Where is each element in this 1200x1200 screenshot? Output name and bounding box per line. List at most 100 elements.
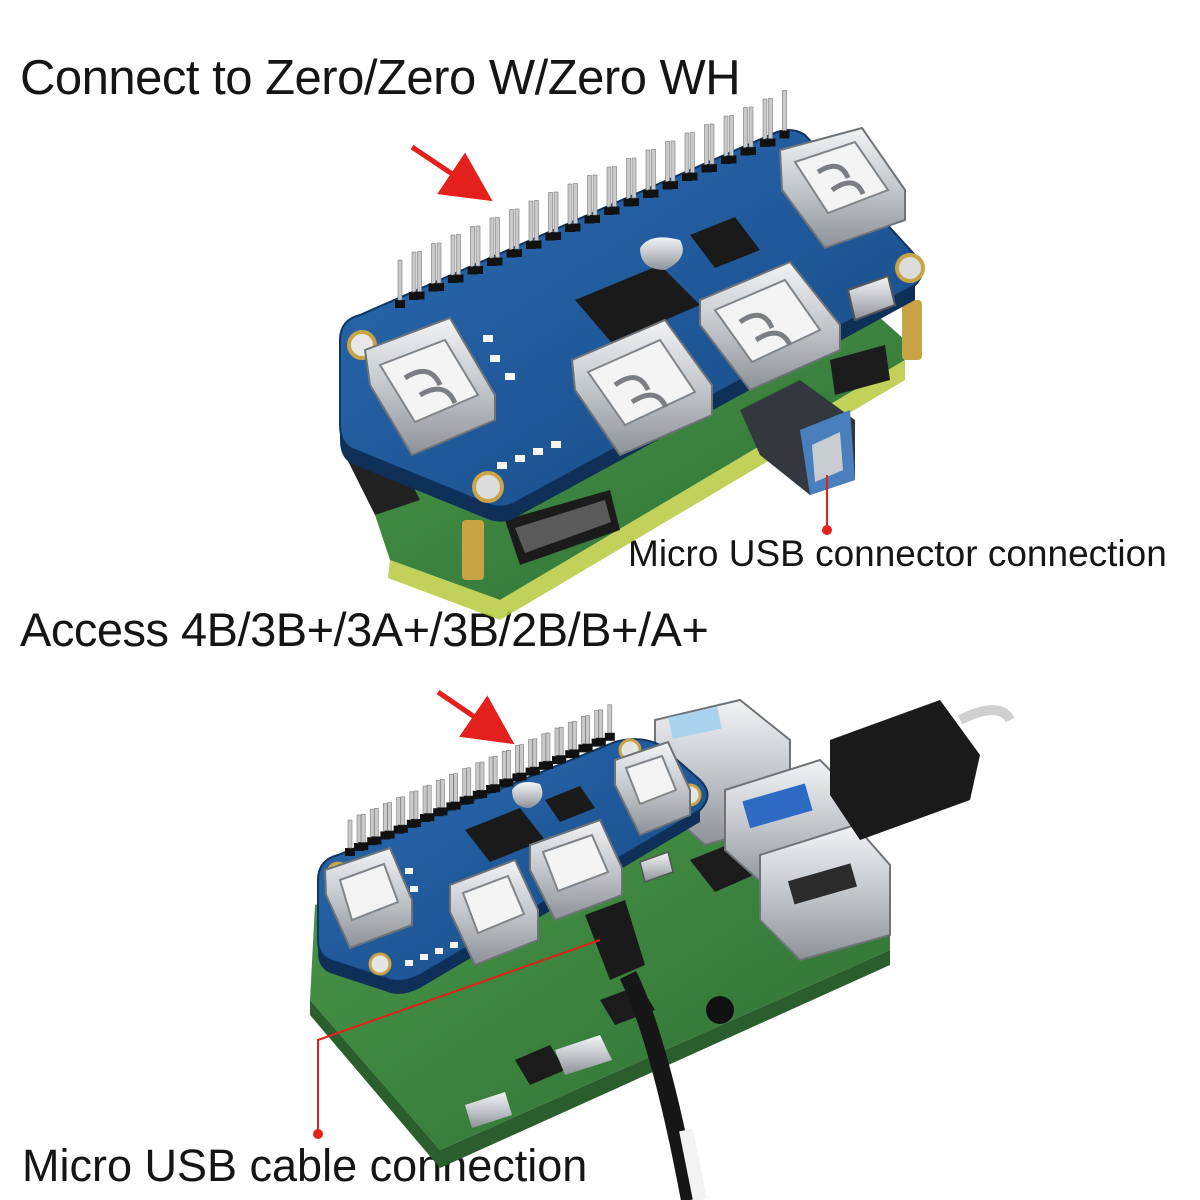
- gpio-pin: [426, 784, 432, 814]
- hub-ic-chip: [575, 265, 700, 343]
- gpio-pin-base: [556, 755, 567, 764]
- gpio-pin: [748, 106, 754, 148]
- gpio-pin: [383, 803, 388, 832]
- gpio-pin-base: [345, 848, 355, 856]
- gpio-pin: [532, 738, 538, 768]
- gpio-pin-base: [526, 241, 536, 249]
- usb-port-icon: [323, 846, 413, 950]
- usb-c-port: [465, 1092, 512, 1128]
- gpio-pin-base: [570, 223, 581, 232]
- gpio-pin: [594, 710, 599, 739]
- gpio-pin: [528, 739, 533, 768]
- gpio-pin-base: [371, 836, 382, 845]
- gpio-pin: [704, 124, 709, 165]
- gpio-pin: [411, 251, 417, 293]
- gpio-pin: [554, 727, 560, 757]
- gpio-pin: [553, 191, 559, 233]
- gpio-pin: [573, 183, 578, 224]
- red-arrow-icon: [410, 144, 493, 202]
- gpio-pin-base: [467, 266, 478, 275]
- mounting-hole: [368, 952, 392, 976]
- gpio-pin: [558, 726, 564, 756]
- gpio-pin: [506, 750, 511, 779]
- gpio-pin: [581, 716, 586, 745]
- middle-title: Access 4B/3B+/3A+/3B/2B/B+/A+: [20, 603, 709, 656]
- gpio-pin: [690, 132, 695, 173]
- gpio-pin-base: [411, 819, 421, 827]
- gpio-pin: [347, 819, 353, 849]
- pointer-dot: [822, 525, 832, 535]
- gpio-pin: [534, 200, 539, 241]
- micro-hdmi-port: [555, 1035, 612, 1075]
- gpio-pin: [651, 149, 656, 190]
- gpio-pin-base: [409, 292, 419, 300]
- gpio-pin: [541, 733, 547, 763]
- gpio-pin-base: [662, 181, 673, 190]
- gpio-pin-base: [643, 190, 653, 198]
- gpio-pin: [567, 183, 573, 225]
- gpio-pin-base: [604, 732, 615, 741]
- gpio-pin: [417, 251, 422, 292]
- gpio-pin-base: [590, 215, 600, 223]
- status-leds: [405, 868, 458, 966]
- gpio-pin: [449, 774, 454, 803]
- gpio-pin-base: [569, 749, 580, 758]
- usb-port-icon: [614, 740, 691, 837]
- gpio-pin-base: [740, 147, 751, 156]
- connector-label: Micro USB connector connection: [628, 533, 1167, 574]
- gpio-pin: [436, 242, 442, 284]
- gpio-pin-base: [543, 761, 553, 769]
- gpio-pin: [709, 123, 715, 165]
- micro-usb-cable-plug: [585, 900, 645, 980]
- gpio-pin-base: [437, 807, 448, 816]
- gpio-pin: [743, 107, 748, 148]
- gpio-pin: [488, 756, 494, 786]
- gpio-pin-base: [512, 249, 522, 257]
- gpio-pin: [626, 158, 631, 199]
- hat-micro-usb-port: [639, 851, 674, 883]
- gpio-pin-base: [358, 842, 369, 851]
- gpio-pin-base: [503, 778, 514, 787]
- gpio-pin-base: [668, 181, 678, 189]
- hub-ic-chip: [465, 808, 545, 862]
- gpio-pin: [519, 744, 524, 773]
- gpio-pin: [397, 259, 403, 301]
- gpio-pin-base: [609, 206, 620, 215]
- gpio-pin: [400, 796, 406, 826]
- gpio-pin: [413, 790, 419, 820]
- gpio-pin-base: [450, 801, 461, 810]
- gpio-pin-base: [434, 283, 444, 291]
- crystal-oscillator: [640, 237, 683, 270]
- usb-port-icon: [363, 316, 496, 457]
- gpio-pin: [489, 217, 495, 259]
- gpio-pin: [431, 243, 436, 284]
- bottom-photo: [310, 689, 1015, 1200]
- gpio-pin-base: [531, 240, 542, 249]
- gpio-pin: [466, 767, 472, 797]
- gpio-pin-base: [395, 300, 405, 308]
- gpio-pin: [548, 192, 553, 233]
- gpio-pin-base: [551, 232, 561, 240]
- micro-usb-port: [830, 345, 890, 395]
- gpio-header-icon: [395, 90, 790, 308]
- gpio-pin-base: [682, 173, 692, 181]
- gpio-pin: [665, 141, 670, 182]
- gpio-pin-base: [721, 156, 731, 164]
- gpio-pin-base: [516, 772, 527, 781]
- gpio-pin-base: [623, 198, 634, 207]
- gpio-pin: [598, 709, 604, 739]
- audio-jack: [706, 996, 734, 1024]
- usb-port-icon: [529, 818, 623, 922]
- gpio-pin-base: [582, 743, 593, 752]
- gpio-pin: [729, 115, 734, 156]
- gpio-pin-base: [428, 283, 439, 292]
- gpio-pin-base: [779, 130, 790, 139]
- gpio-pin-base: [453, 274, 464, 283]
- top-photo: [339, 90, 925, 620]
- gpio-pin: [440, 779, 445, 808]
- gpio-pin-base: [687, 172, 698, 181]
- gpio-pin: [435, 779, 441, 809]
- gpio-pin-base: [545, 232, 556, 241]
- gpio-pin-base: [701, 164, 712, 173]
- cable-label: Micro USB cable connection: [22, 1140, 588, 1191]
